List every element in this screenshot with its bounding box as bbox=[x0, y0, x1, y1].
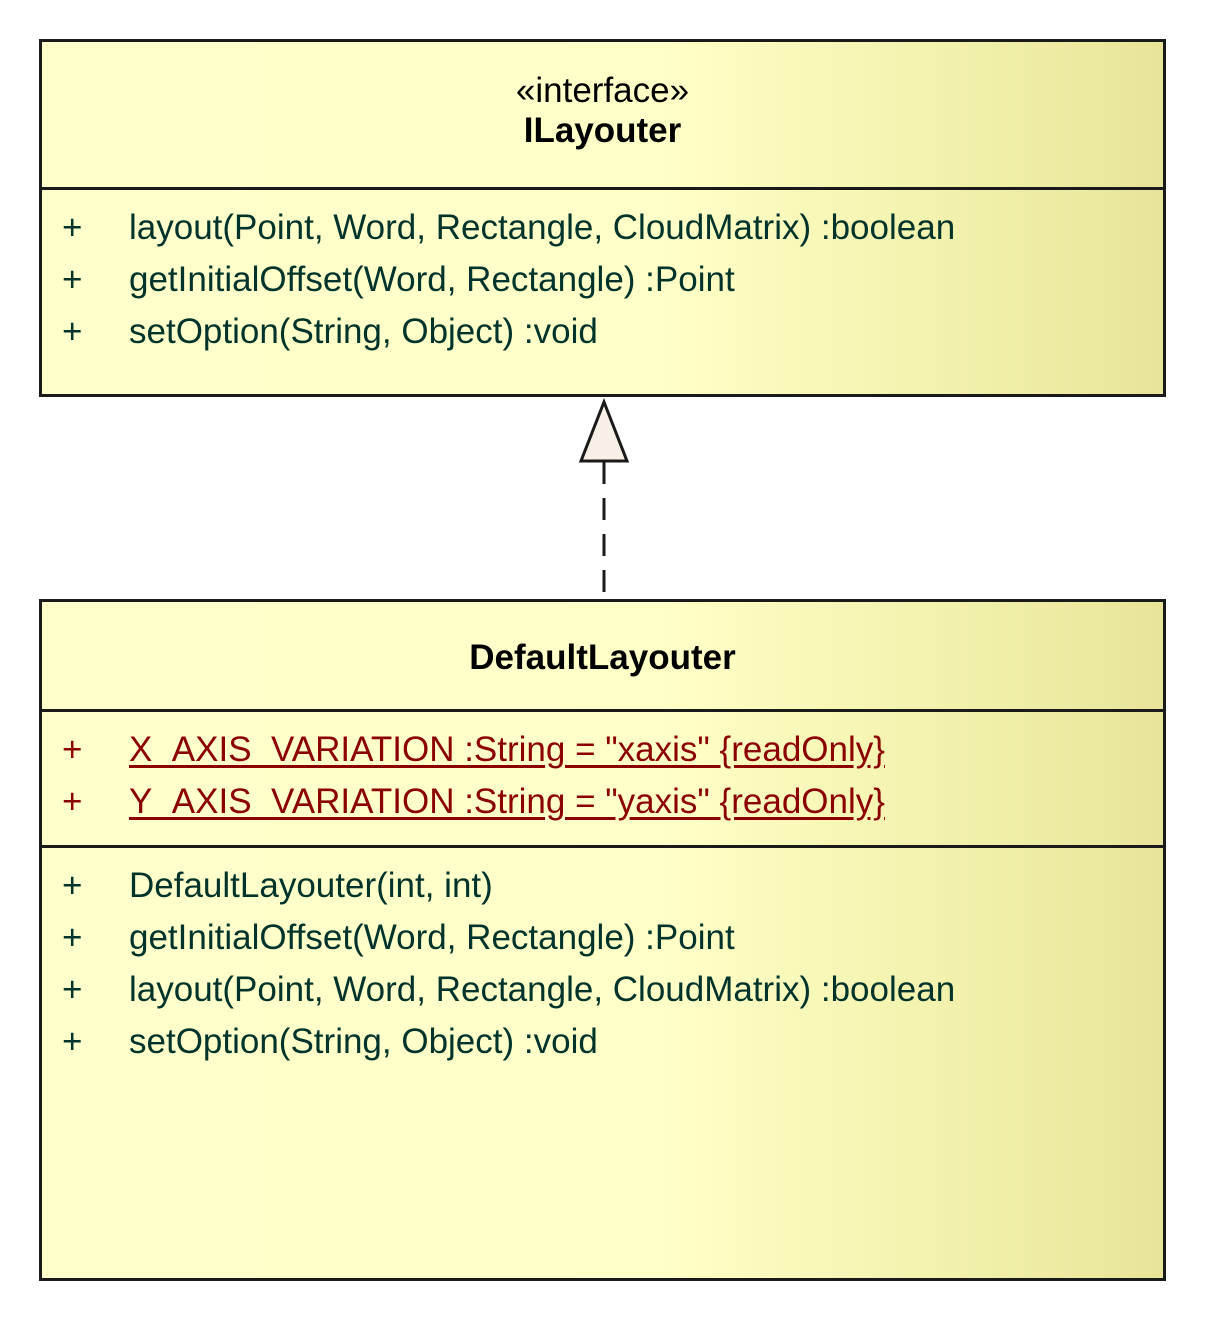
class-name: ILayouter bbox=[523, 111, 682, 150]
operation-row[interactable]: + layout(Point, Word, Rectangle, CloudMa… bbox=[42, 964, 1163, 1016]
attribute-row[interactable]: + X_AXIS_VARIATION :String = "xaxis" {re… bbox=[42, 724, 1163, 776]
class-header: «interface» ILayouter bbox=[42, 42, 1163, 190]
operation-signature: getInitialOffset(Word, Rectangle) :Point bbox=[129, 918, 735, 957]
operation-signature: setOption(String, Object) :void bbox=[129, 1022, 598, 1061]
visibility-marker: + bbox=[62, 312, 83, 351]
visibility-marker: + bbox=[62, 866, 83, 905]
operation-signature: getInitialOffset(Word, Rectangle) :Point bbox=[129, 260, 735, 299]
visibility-marker: + bbox=[62, 918, 83, 957]
operations-compartment: + DefaultLayouter(int, int) + getInitial… bbox=[42, 848, 1163, 1068]
operation-row[interactable]: + getInitialOffset(Word, Rectangle) :Poi… bbox=[42, 254, 1163, 306]
attribute-signature: X_AXIS_VARIATION :String = "xaxis" {read… bbox=[129, 730, 885, 769]
operation-signature: layout(Point, Word, Rectangle, CloudMatr… bbox=[129, 970, 956, 1009]
operation-signature: setOption(String, Object) :void bbox=[129, 312, 598, 351]
realization-arrowhead-icon bbox=[578, 397, 630, 463]
visibility-marker: + bbox=[62, 260, 83, 299]
operation-row[interactable]: + setOption(String, Object) :void bbox=[42, 306, 1163, 358]
operation-row[interactable]: + DefaultLayouter(int, int) bbox=[42, 860, 1163, 912]
visibility-marker: + bbox=[62, 730, 83, 769]
operation-signature: DefaultLayouter(int, int) bbox=[129, 866, 493, 905]
operation-signature: layout(Point, Word, Rectangle, CloudMatr… bbox=[129, 208, 956, 247]
visibility-marker: + bbox=[62, 1022, 83, 1061]
visibility-marker: + bbox=[62, 970, 83, 1009]
attribute-signature: Y_AXIS_VARIATION :String = "yaxis" {read… bbox=[129, 782, 885, 821]
operations-compartment: + layout(Point, Word, Rectangle, CloudMa… bbox=[42, 190, 1163, 358]
operation-row[interactable]: + layout(Point, Word, Rectangle, CloudMa… bbox=[42, 202, 1163, 254]
class-header: DefaultLayouter bbox=[42, 602, 1163, 712]
stereotype-label: «interface» bbox=[515, 71, 690, 110]
visibility-marker: + bbox=[62, 782, 83, 821]
visibility-marker: + bbox=[62, 208, 83, 247]
attributes-compartment: + X_AXIS_VARIATION :String = "xaxis" {re… bbox=[42, 712, 1163, 848]
attribute-row[interactable]: + Y_AXIS_VARIATION :String = "yaxis" {re… bbox=[42, 776, 1163, 828]
interface-class-ilayouter[interactable]: «interface» ILayouter + layout(Point, Wo… bbox=[39, 39, 1166, 397]
class-name: DefaultLayouter bbox=[469, 638, 736, 677]
class-defaultlayouter[interactable]: DefaultLayouter + X_AXIS_VARIATION :Stri… bbox=[39, 599, 1166, 1281]
operation-row[interactable]: + setOption(String, Object) :void bbox=[42, 1016, 1163, 1068]
operation-row[interactable]: + getInitialOffset(Word, Rectangle) :Poi… bbox=[42, 912, 1163, 964]
